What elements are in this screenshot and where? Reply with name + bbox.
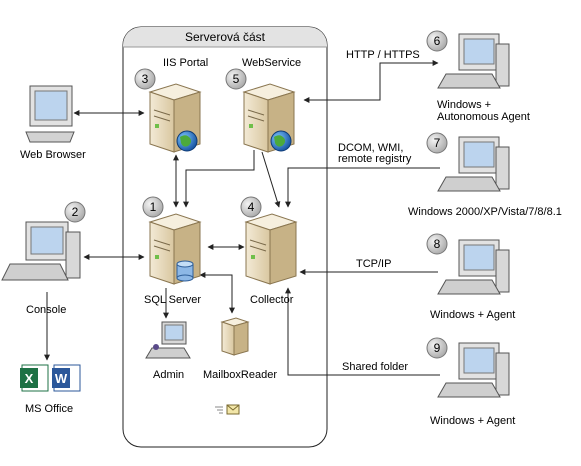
webservice-collector-link: [261, 151, 281, 208]
svg-text:6: 6: [434, 34, 441, 48]
tcpip-label: TCP/IP: [356, 258, 391, 270]
sql-mailbox-link: [199, 272, 235, 314]
badge-6: 6: [426, 30, 448, 52]
ms-office-label: MS Office: [25, 403, 73, 415]
svg-text:2: 2: [72, 205, 79, 219]
client-6-label-line2: Autonomous Agent: [437, 111, 530, 123]
svg-text:7: 7: [434, 136, 441, 150]
http-link: [303, 60, 439, 103]
badge-9: 9: [426, 337, 448, 359]
badge-5: 5: [225, 68, 247, 90]
client-6-computer-icon: [437, 33, 510, 89]
dcom-label-line2: remote registry: [338, 153, 412, 165]
client-9-computer-icon: [437, 342, 510, 398]
dcom-label-line1: DCOM, WMI,: [338, 142, 403, 154]
http-label: HTTP / HTTPS: [346, 49, 420, 61]
excel-icon: X: [20, 364, 49, 392]
svg-text:3: 3: [142, 72, 149, 86]
client-6-label-line1: Windows +: [437, 99, 491, 111]
mailbox-reader-server-icon: [220, 317, 250, 356]
client-9-label: Windows + Agent: [430, 415, 515, 427]
web-browser-computer-icon: [25, 85, 75, 143]
shared-folder-label: Shared folder: [342, 361, 408, 373]
console-label: Console: [26, 304, 66, 316]
iis-portal-server-icon: [148, 83, 202, 153]
shared-folder-link: [285, 287, 440, 376]
badge-3: 3: [134, 68, 156, 90]
admin-computer-icon: [145, 321, 191, 359]
webservice-sql-link: [183, 150, 255, 208]
collector-server-icon: [244, 213, 298, 285]
svg-text:X: X: [25, 371, 34, 386]
collector-label: Collector: [250, 294, 294, 306]
badge-7: 7: [426, 132, 448, 154]
svg-text:9: 9: [434, 341, 441, 355]
svg-text:4: 4: [248, 200, 255, 214]
webservice-label: WebService: [242, 57, 301, 69]
console-computer-icon: [1, 221, 81, 281]
svg-text:5: 5: [233, 72, 240, 86]
server-section-title: Serverová část: [185, 30, 266, 44]
svg-text:1: 1: [150, 200, 157, 214]
sql-server-icon: [148, 213, 202, 285]
iis-portal-label: IIS Portal: [163, 57, 208, 69]
dcom-link: [285, 167, 440, 208]
mail-envelope-icon: [215, 404, 240, 415]
admin-label: Admin: [153, 369, 184, 381]
word-icon: W: [52, 364, 81, 392]
web-browser-label: Web Browser: [20, 149, 86, 161]
webservice-server-icon: [242, 83, 296, 153]
svg-text:W: W: [55, 371, 68, 386]
connections: [44, 60, 440, 376]
badge-1: 1: [142, 196, 164, 218]
mailbox-reader-label: MailboxReader: [203, 369, 277, 381]
svg-text:8: 8: [434, 237, 441, 251]
badge-2: 2: [64, 201, 86, 223]
badge-4: 4: [240, 196, 262, 218]
client-7-computer-icon: [437, 136, 510, 192]
sql-server-label: SQL Server: [144, 294, 201, 306]
client-7-label: Windows 2000/XP/Vista/7/8/8.1: [408, 206, 562, 218]
client-8-computer-icon: [437, 239, 510, 295]
badge-8: 8: [426, 233, 448, 255]
client-8-label: Windows + Agent: [430, 309, 515, 321]
